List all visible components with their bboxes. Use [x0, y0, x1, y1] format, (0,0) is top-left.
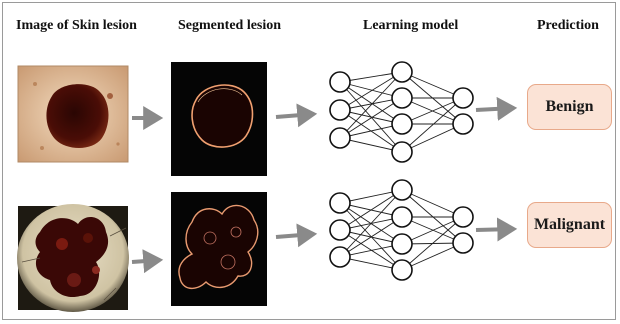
- arrow-seg-to-model-2: [275, 223, 318, 248]
- network-node-layer-2: [391, 61, 413, 83]
- network-connection: [339, 81, 403, 125]
- network-node-layer-1: [329, 71, 351, 93]
- arrow-model-to-pred-1: [475, 96, 518, 121]
- arrows: [131, 96, 518, 274]
- network-node-layer-2: [391, 113, 413, 135]
- network-connection: [339, 229, 403, 271]
- network-connection: [339, 216, 403, 258]
- network-edges: [339, 189, 464, 271]
- network-connection: [401, 216, 464, 244]
- malignant-segmented-image: [171, 192, 267, 306]
- network-connection: [339, 97, 403, 139]
- network-node-layer-3: [452, 87, 474, 109]
- network-connection: [401, 189, 464, 244]
- network-node-layer-1: [329, 246, 351, 268]
- network-connection: [401, 123, 464, 153]
- benign-segmented-image: [171, 62, 267, 176]
- network-edges: [339, 71, 464, 153]
- network-connection: [339, 189, 403, 231]
- arrow-seg-to-model-1: [275, 103, 318, 128]
- network-connection: [401, 97, 464, 153]
- prediction-malignant-box: Malignant: [527, 202, 612, 248]
- network-connection: [339, 71, 403, 139]
- header-learning-model: Learning model: [363, 18, 459, 33]
- network-node-layer-3: [452, 232, 474, 254]
- network-node-layer-2: [391, 141, 413, 163]
- network-node-layer-1: [329, 99, 351, 121]
- malignant-skin-image: [17, 204, 129, 312]
- prediction-benign-box: Benign: [527, 84, 612, 130]
- network-node-layer-2: [391, 259, 413, 281]
- network-connection: [401, 71, 464, 99]
- benign-skin-image: [17, 65, 129, 163]
- network-connection: [401, 216, 464, 271]
- network-node-layer-3: [452, 206, 474, 228]
- network-node-layer-1: [329, 127, 351, 149]
- arrow-image-to-seg-2: [131, 249, 164, 274]
- network-node-layer-2: [391, 179, 413, 201]
- arrow-model-to-pred-2: [475, 217, 518, 242]
- header-image-of-skin-lesion: Image of Skin lesion: [16, 18, 137, 33]
- network-node-layer-2: [391, 206, 413, 228]
- network-connection: [339, 189, 403, 258]
- neural-network-benign: [329, 61, 474, 163]
- header-prediction: Prediction: [537, 18, 599, 33]
- network-connection: [401, 189, 464, 218]
- network-connection: [401, 97, 464, 125]
- network-node-layer-2: [391, 87, 413, 109]
- network-connection: [401, 242, 464, 271]
- network-node-layer-1: [329, 219, 351, 241]
- network-node-layer-2: [391, 233, 413, 255]
- network-connection: [339, 71, 403, 111]
- network-node-layer-1: [329, 192, 351, 214]
- header-segmented-lesion: Segmented lesion: [178, 18, 282, 33]
- network-node-layer-3: [452, 113, 474, 135]
- network-connection: [401, 216, 464, 245]
- neural-network-malignant: [329, 179, 474, 281]
